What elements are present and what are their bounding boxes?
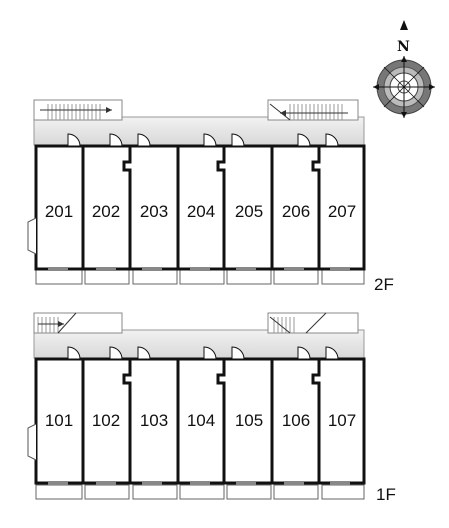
unit-105: 105	[235, 411, 263, 430]
unit-206: 206	[282, 202, 310, 221]
unit-203: 203	[140, 202, 168, 221]
unit-106: 106	[282, 411, 310, 430]
unit-104: 104	[187, 411, 215, 430]
floor-1f: 101 102 103 104 105 106 107 1F	[27, 312, 396, 504]
unit-201: 201	[45, 202, 73, 221]
unit-102: 102	[92, 411, 120, 430]
stairs-icon	[33, 312, 123, 334]
corridor	[33, 329, 365, 359]
unit-205: 205	[235, 202, 263, 221]
balconies	[35, 484, 365, 500]
unit-101: 101	[45, 411, 73, 430]
unit-207: 207	[328, 202, 356, 221]
door-icons	[67, 133, 339, 147]
bay-window-icon	[27, 423, 37, 461]
corridor	[33, 116, 365, 146]
windows	[48, 267, 350, 271]
north-label: N	[397, 39, 410, 55]
floor-2f: 201 202 203 204 205 206 207 2F	[27, 99, 394, 294]
unit-103: 103	[140, 411, 168, 430]
balconies	[35, 269, 365, 285]
door-icons	[67, 346, 339, 360]
windows	[48, 481, 350, 485]
stairs-icon	[33, 99, 123, 121]
unit-204: 204	[187, 202, 215, 221]
unit-202: 202	[92, 202, 120, 221]
floor-label-1f: 1F	[376, 485, 396, 504]
bay-window-icon	[27, 217, 37, 255]
stairs-icon	[267, 99, 359, 121]
stairs-icon	[267, 312, 359, 334]
floor-label-2f: 2F	[374, 275, 394, 294]
unit-107: 107	[328, 411, 356, 430]
compass-rose-icon: N	[373, 20, 435, 118]
